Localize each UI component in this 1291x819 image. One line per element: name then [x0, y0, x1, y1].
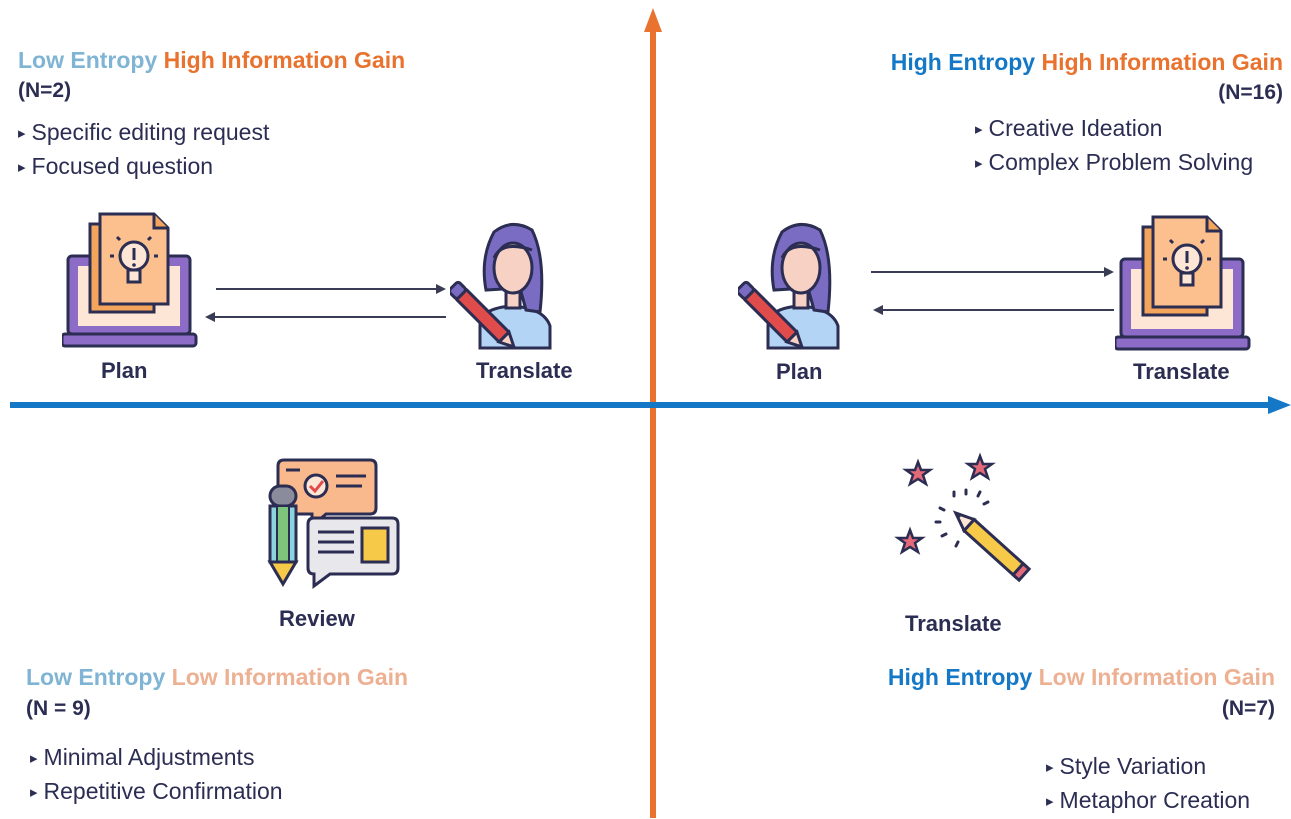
- plan-label: Plan: [101, 358, 148, 383]
- entropy-label: Low Entropy: [26, 664, 166, 690]
- quadrant-title-top-left: Low Entropy High Information Gain: [18, 47, 405, 74]
- list-item: Repetitive Confirmation: [30, 776, 283, 810]
- list-item: Specific editing request: [18, 117, 270, 151]
- laptop-document-idea-icon: [62, 212, 198, 348]
- info-gain-label: High Information Gain: [163, 47, 406, 73]
- bullet-list: Minimal Adjustments Repetitive Confirmat…: [30, 742, 283, 810]
- quadrant-title-bottom-right: High Entropy Low Information Gain: [888, 664, 1275, 691]
- info-gain-label: High Information Gain: [1041, 49, 1284, 75]
- count-label: (N=16): [1218, 81, 1283, 104]
- list-item: Complex Problem Solving: [975, 147, 1254, 181]
- magic-pencil-stars-icon: [894, 452, 1032, 583]
- person-pencil-icon: [450, 223, 552, 350]
- vertical-axis-arrowhead: [644, 8, 662, 32]
- info-gain-label: Low Information Gain: [1038, 664, 1275, 690]
- list-item: Minimal Adjustments: [30, 742, 283, 776]
- list-item: Style Variation: [1046, 751, 1250, 785]
- person-pencil-icon: [738, 223, 840, 350]
- quadrant-title-bottom-left: Low Entropy Low Information Gain: [26, 664, 408, 691]
- list-item: Metaphor Creation: [1046, 785, 1251, 819]
- count-label: (N=2): [18, 79, 72, 102]
- translate-label: Translate: [905, 611, 1002, 636]
- review-label: Review: [279, 606, 355, 631]
- plan-label: Plan: [776, 359, 823, 384]
- info-gain-label: Low Information Gain: [171, 664, 409, 690]
- list-item: Creative Ideation: [975, 113, 1253, 147]
- count-label: (N = 9): [26, 697, 91, 720]
- laptop-document-idea-icon: [1115, 215, 1251, 351]
- review-pen-chat-icon: [267, 458, 400, 589]
- bullet-list: Style Variation Metaphor Creation: [1046, 751, 1251, 819]
- bullet-list: Creative Ideation Complex Problem Solvin…: [975, 113, 1254, 181]
- quadrant-title-top-right: High Entropy High Information Gain: [891, 49, 1283, 76]
- list-item: Focused question: [18, 151, 269, 185]
- horizontal-axis-arrowhead: [1268, 396, 1291, 414]
- count-label: (N=7): [1221, 697, 1275, 720]
- entropy-label: High Entropy: [890, 49, 1036, 75]
- translate-label: Translate: [1133, 359, 1230, 384]
- entropy-label: Low Entropy: [18, 47, 158, 73]
- bullet-list: Specific editing request Focused questio…: [18, 117, 270, 185]
- translate-label: Translate: [476, 358, 573, 383]
- entropy-label: High Entropy: [887, 664, 1033, 690]
